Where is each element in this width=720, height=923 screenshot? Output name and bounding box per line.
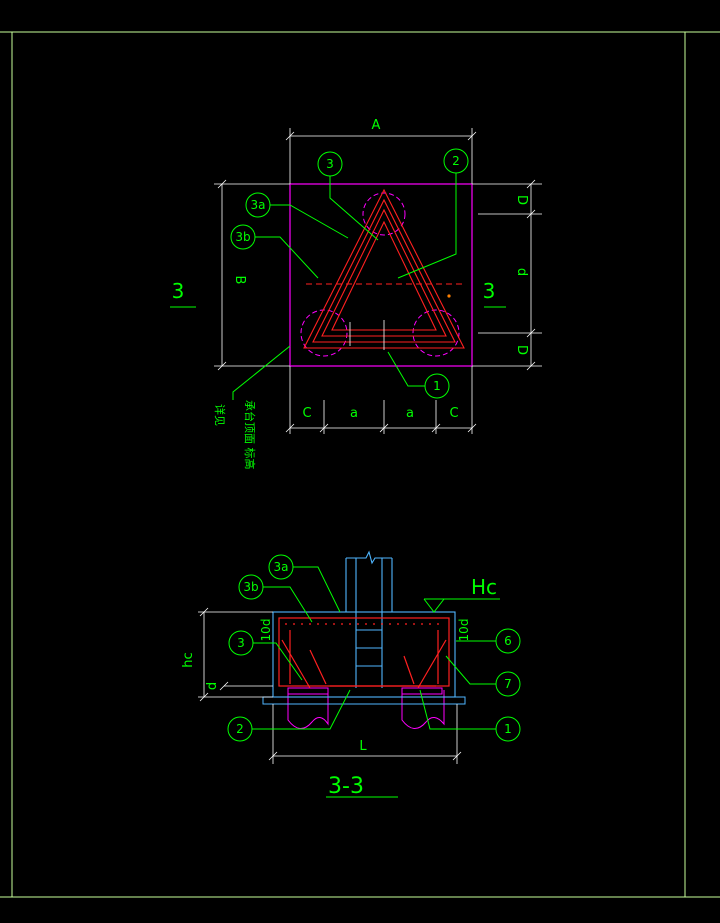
- section-callout-1: 1: [504, 722, 512, 736]
- section-callout-6: 6: [504, 634, 512, 648]
- hc-level-label: Hc: [471, 575, 497, 599]
- dim-a-label: A: [372, 118, 381, 133]
- callout-1: 1: [433, 379, 441, 393]
- dim-d-mid: d: [514, 268, 529, 276]
- section-view: Hc hc d 10d 10d L 3-3: [181, 550, 521, 799]
- dim-a: [285, 128, 477, 184]
- ld-left-label: 10d: [259, 619, 273, 642]
- section-callout-2: 2: [236, 722, 244, 736]
- dim-c-right: C: [449, 406, 458, 421]
- pile-circles: [300, 192, 460, 357]
- ld-right-label: 10d: [457, 619, 471, 642]
- dim-bottom: [285, 366, 477, 434]
- callout-3: 3: [326, 157, 334, 171]
- section-title: 3-3: [328, 774, 364, 799]
- section-callout-3: 3: [237, 636, 245, 650]
- callout-3a: 3a: [251, 198, 266, 212]
- pile-right: [412, 309, 460, 357]
- section-piles: [287, 687, 445, 729]
- dim-right: [472, 179, 542, 371]
- column: [345, 550, 393, 688]
- dim-d-top: D: [514, 195, 529, 205]
- pile-cap-outline: [289, 183, 473, 367]
- d-dim-label: d: [205, 682, 220, 690]
- section-mark-left: 3: [172, 279, 185, 303]
- callout-3b: 3b: [235, 230, 250, 244]
- dim-b: [214, 179, 290, 371]
- width-dim-label: L: [359, 739, 367, 754]
- drawing-frame: [0, 31, 720, 898]
- plan-view: A B D d D: [170, 118, 542, 470]
- dim-c-left: C: [302, 406, 311, 421]
- pile-top: [362, 192, 406, 236]
- pile-left: [300, 309, 348, 357]
- dim-d-bottom: D: [514, 345, 529, 355]
- dim-a-right: a: [406, 406, 414, 421]
- dim-b-label: B: [232, 276, 247, 285]
- plan-note-sub: 详见: [213, 404, 227, 426]
- hc-dim-label: hc: [181, 652, 196, 667]
- section-callout-7: 7: [504, 677, 512, 691]
- section-callout-3b: 3b: [243, 580, 258, 594]
- section-mark-right: 3: [483, 279, 496, 303]
- blinding-layer: [262, 696, 466, 705]
- plan-note: 承台顶面 标高: [243, 400, 257, 470]
- section-rebar: [278, 617, 450, 689]
- section-cap-outline: [272, 611, 456, 698]
- dim-a-left: a: [350, 406, 358, 421]
- section-callout-3a: 3a: [274, 560, 289, 574]
- callout-2: 2: [452, 154, 460, 168]
